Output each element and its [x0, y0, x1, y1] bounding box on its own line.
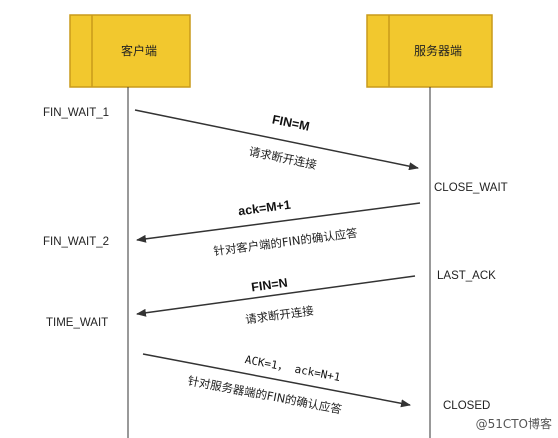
server-state-close-wait: CLOSE_WAIT	[434, 182, 508, 194]
arrow-ack-n1	[142, 353, 411, 408]
client-state-fin-wait-1: FIN_WAIT_1	[43, 107, 109, 119]
server-label: 服务器端	[414, 43, 462, 58]
message-fin-m: FIN=M 请求断开连接	[134, 109, 419, 172]
label-ack-m1: ack=M+1	[237, 198, 291, 219]
arrow-fin-n	[136, 275, 416, 317]
label-fin-n: FIN=N	[250, 276, 288, 295]
label-fin-m: FIN=M	[271, 112, 311, 133]
client-state-fin-wait-2: FIN_WAIT_2	[43, 236, 109, 248]
message-ack-m1: ack=M+1 针对客户端的FIN的确认应答	[136, 198, 421, 259]
message-ack-n1: ACK=1， ack=N+1 针对服务器端的FIN的确认应答	[142, 353, 411, 417]
client-state-time-wait: TIME_WAIT	[46, 317, 108, 329]
desc-fin-m: 请求断开连接	[248, 144, 319, 172]
server-state-last-ack: LAST_ACK	[437, 270, 496, 282]
arrow-ack-m1	[136, 202, 421, 243]
watermark: @51CTO博客	[476, 416, 552, 431]
client-label: 客户端	[121, 43, 157, 58]
desc-ack-m1: 针对客户端的FIN的确认应答	[213, 226, 359, 259]
server-state-closed: CLOSED	[443, 400, 490, 412]
client-box: 客户端	[69, 14, 191, 88]
server-box: 服务器端	[366, 14, 493, 88]
message-fin-n: FIN=N 请求断开连接	[136, 275, 416, 327]
arrow-fin-m	[134, 109, 419, 171]
label-ack-n1: ACK=1， ack=N+1	[244, 353, 342, 384]
desc-fin-n: 请求断开连接	[244, 303, 315, 326]
